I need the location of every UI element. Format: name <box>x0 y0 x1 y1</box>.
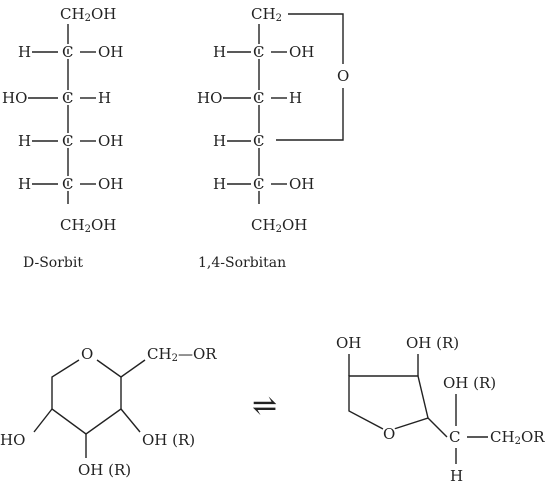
d-sorbit-structure: CH2OH H C OH HO C H H C OH H C OH CH2OH … <box>2 5 123 271</box>
sorbitan-row2-center: C <box>253 89 264 107</box>
sorbitan-row1-center: C <box>253 43 264 61</box>
sorbitan-ring-oxygen: O <box>337 67 349 85</box>
sorbit-row3-left: H <box>18 132 31 150</box>
sorbit-row2-left: HO <box>2 89 27 107</box>
sorbitan-row2-left: HO <box>197 89 222 107</box>
sorbitan-row4-right: OH <box>289 175 314 193</box>
furanose-ring-structure: OH OH (R) O OH (R) C H CH2OR <box>336 334 545 485</box>
sorbit-row2-right: H <box>98 89 111 107</box>
sorbit-row1-left: H <box>18 43 31 61</box>
sorbit-row4-right: OH <box>98 175 123 193</box>
furanose-oh-top-left: OH <box>336 334 361 352</box>
sorbit-row1-right: OH <box>98 43 123 61</box>
pyranose-oh-right: OH (R) <box>142 431 195 449</box>
sorbitan-bottom-group: CH2OH <box>251 216 307 235</box>
sorbit-row3-right: OH <box>98 132 123 150</box>
sorbitan-ring-bond <box>288 13 344 64</box>
sorbitan-structure: CH2 O H C OH HO C H H C H C OH CH2OH 1,4… <box>197 5 349 271</box>
sorbit-row4-center: C <box>62 175 73 193</box>
sorbit-row3-center: C <box>62 132 73 150</box>
sorbitan-row1-right: OH <box>289 43 314 61</box>
pyranose-chain: CH2—OR <box>147 345 217 364</box>
pyranose-ring-oxygen: O <box>81 345 93 363</box>
sorbitan-row4-center: C <box>253 175 264 193</box>
furanose-chain: CH2OR <box>490 428 545 447</box>
furanose-oh-top-right: OH (R) <box>406 334 459 352</box>
sorbit-row4-left: H <box>18 175 31 193</box>
sorbitan-row3-center: C <box>253 132 264 150</box>
sorbit-caption: D-Sorbit <box>23 255 83 271</box>
furanose-ring-oxygen: O <box>383 425 395 443</box>
sorbitan-row1-left: H <box>213 43 226 61</box>
furanose-ring <box>348 375 429 430</box>
sorbit-row1-center: C <box>62 43 73 61</box>
sorbit-top-group: CH2OH <box>60 5 116 24</box>
sorbitan-top-group: CH2 <box>251 5 282 24</box>
furanose-h-bottom: H <box>450 467 463 485</box>
equilibrium-arrow-icon: ⇌ <box>252 389 277 424</box>
sorbitan-row4-left: H <box>213 175 226 193</box>
pyranose-ho-left: HO <box>0 431 25 449</box>
sorbitan-row3-left: H <box>213 132 226 150</box>
pyranose-ring-structure: O CH2—OR HO OH (R) OH (R) <box>0 345 217 479</box>
sorbit-bottom-group: CH2OH <box>60 216 116 235</box>
pyranose-ring <box>51 359 122 435</box>
sorbitan-row2-right: H <box>289 89 302 107</box>
furanose-oh-side: OH (R) <box>443 374 496 392</box>
sorbitan-caption: 1,4-Sorbitan <box>198 255 286 271</box>
pyranose-oh-bottom: OH (R) <box>78 461 131 479</box>
sorbit-row2-center: C <box>62 89 73 107</box>
furanose-c-center: C <box>449 428 460 446</box>
